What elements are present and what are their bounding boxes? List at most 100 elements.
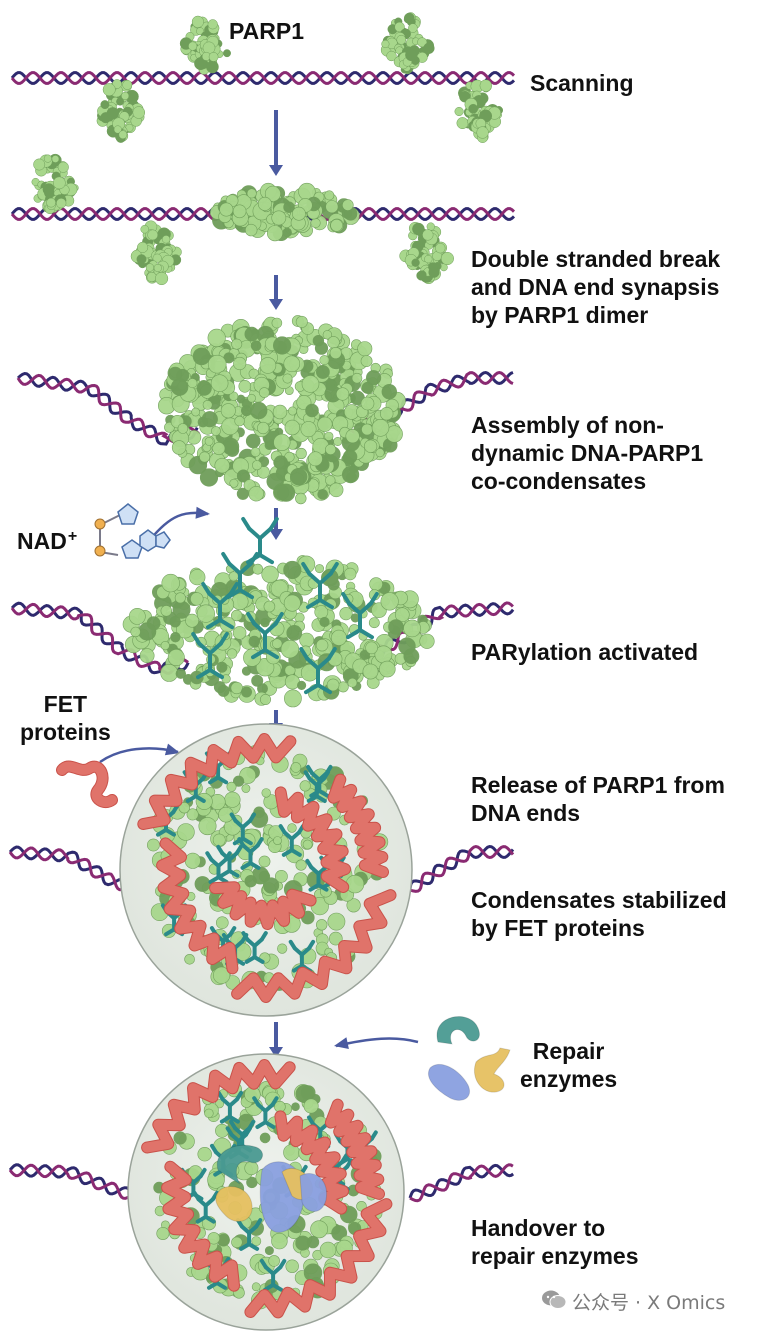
- label-handover: Handover to repair enzymes: [471, 1214, 638, 1270]
- protein-bead: [411, 258, 420, 267]
- par-chain: [341, 592, 379, 640]
- par-segment: [305, 858, 314, 870]
- fet-body: [245, 1199, 392, 1318]
- protein-bead: [190, 592, 204, 606]
- protein-bead: [282, 227, 292, 238]
- dna-strand: [16, 371, 199, 446]
- protein-bead: [188, 41, 198, 51]
- protein-bead: [344, 567, 357, 581]
- par-chain: [221, 552, 259, 600]
- par-segment: [303, 770, 312, 781]
- protein-bead: [247, 393, 256, 403]
- par-segment: [263, 648, 279, 660]
- protein-bead: [297, 680, 307, 691]
- dna-right-droplet1: [408, 844, 515, 893]
- protein-bead: [351, 372, 363, 384]
- par-segment: [259, 1258, 268, 1270]
- protein-bead: [241, 784, 251, 793]
- protein-bead: [291, 1102, 300, 1111]
- fet-body: [157, 838, 238, 974]
- protein-bead: [184, 953, 195, 965]
- par-segment: [273, 612, 284, 626]
- protein-bead: [248, 486, 264, 502]
- par-segment: [268, 517, 279, 531]
- repair-enzyme-blue: [428, 1063, 470, 1101]
- protein-bead: [290, 762, 302, 773]
- par-segment: [305, 656, 320, 671]
- protein-bead: [310, 1220, 329, 1239]
- protein-bead: [417, 37, 428, 48]
- protein-bead: [317, 489, 329, 500]
- protein-bead: [327, 912, 346, 931]
- par-segment: [196, 668, 212, 680]
- par-segment: [326, 647, 337, 661]
- repair-enzymes: [215, 1016, 511, 1233]
- protein-bead: [184, 852, 201, 869]
- protein-bead: [388, 619, 404, 635]
- protein-bead: [216, 916, 229, 930]
- step-arrow: [269, 275, 283, 310]
- protein-bead: [405, 48, 418, 62]
- protein-bead: [146, 271, 157, 283]
- protein-bead: [186, 808, 199, 821]
- fet-body: [162, 1161, 239, 1291]
- protein-bead: [231, 593, 249, 611]
- protein-bead: [174, 592, 186, 604]
- protein-bead: [283, 689, 302, 708]
- protein-bead: [345, 429, 360, 444]
- protein-bead: [251, 674, 264, 687]
- parp1-protein: [380, 12, 435, 75]
- protein-bead: [136, 254, 147, 265]
- protein-bead: [339, 606, 353, 621]
- protein-bead: [170, 631, 181, 643]
- protein-bead: [33, 158, 46, 171]
- par-chain: [303, 770, 330, 803]
- ribose-ring: [117, 503, 139, 525]
- protein-bead: [258, 387, 270, 398]
- protein-bead: [290, 468, 308, 486]
- protein-bead: [207, 328, 226, 348]
- par-segment: [317, 788, 330, 798]
- protein-bead: [274, 870, 288, 883]
- protein-bead: [329, 346, 342, 359]
- protein-bead: [403, 12, 415, 24]
- dna-strand: [409, 1163, 514, 1203]
- protein-bead: [52, 176, 66, 190]
- protein-bead: [213, 681, 226, 694]
- protein-bead: [273, 836, 282, 845]
- protein-bead: [139, 648, 155, 664]
- protein-bead: [300, 421, 317, 438]
- par-segment: [316, 683, 332, 695]
- protein-bead: [299, 780, 311, 792]
- protein-bead: [226, 781, 237, 792]
- dna-strand: [409, 844, 515, 893]
- par-segment: [299, 647, 310, 661]
- par-segment: [164, 827, 176, 837]
- dna-left-condensate: [16, 371, 200, 446]
- protein-bead: [371, 418, 390, 437]
- par-segment: [289, 848, 302, 857]
- parp1-protein: [399, 221, 454, 285]
- parp1-protein: [130, 220, 182, 286]
- protein-bead: [301, 375, 320, 393]
- watermark: 公众号 · X Omics: [572, 1292, 726, 1314]
- protein-bead: [231, 338, 243, 350]
- protein-bead: [394, 21, 405, 33]
- parp1-protein: [179, 15, 231, 75]
- protein-bead: [106, 107, 120, 120]
- protein-bead: [394, 607, 410, 623]
- protein-bead: [271, 317, 283, 329]
- protein-bead: [403, 648, 420, 665]
- par-chain: [301, 562, 339, 610]
- protein-bead: [479, 79, 492, 92]
- protein-bead: [233, 356, 247, 371]
- par-segment: [228, 926, 237, 937]
- fet-protein-chain: [244, 1198, 393, 1319]
- protein-bead: [257, 421, 270, 435]
- label-scanning: Scanning: [530, 70, 634, 96]
- fet-body: [275, 787, 350, 892]
- protein-bead: [229, 478, 239, 488]
- protein-bead: [347, 677, 358, 688]
- protein-bead: [271, 1232, 288, 1250]
